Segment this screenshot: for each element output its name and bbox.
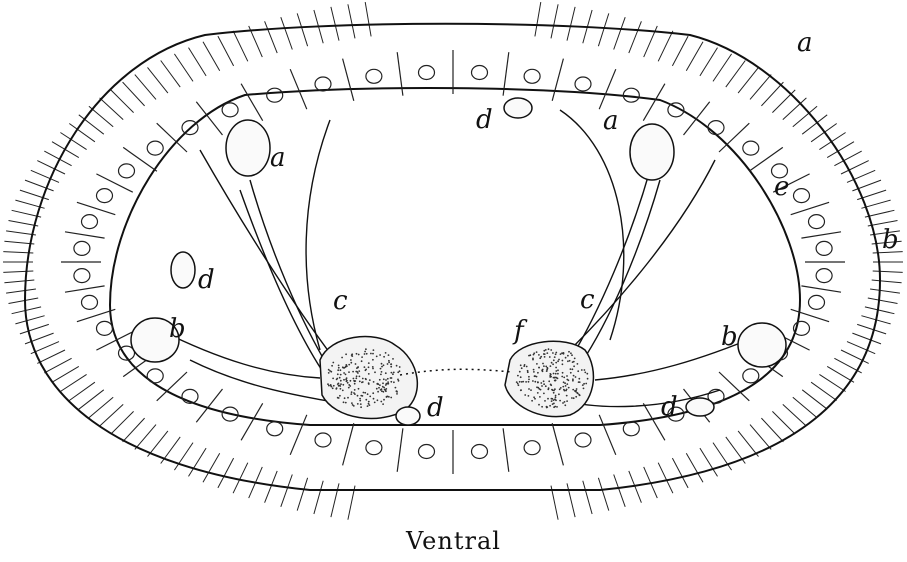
figure-caption: Ventral [0, 527, 907, 555]
ganglion-masses [320, 337, 593, 419]
label-a-top-right: a [797, 30, 813, 56]
label-d-bottom-right: d [661, 394, 678, 420]
left-ganglion [320, 337, 417, 419]
label-a-mid: a [603, 108, 619, 134]
label-b-right-top: b [882, 227, 899, 253]
label-f: f [514, 318, 524, 344]
label-c-left: c [333, 288, 348, 314]
label-c-right: c [580, 287, 595, 313]
label-b-left: b [169, 316, 186, 342]
inner-wall [110, 88, 800, 425]
right-ganglion [505, 341, 593, 416]
label-d-bottom: d [427, 395, 444, 421]
label-d-left: d [198, 267, 215, 293]
label-b-right: b [721, 324, 738, 350]
label-a-left: a [270, 145, 286, 171]
label-d-top: d [476, 107, 493, 133]
label-e: e [774, 174, 789, 200]
